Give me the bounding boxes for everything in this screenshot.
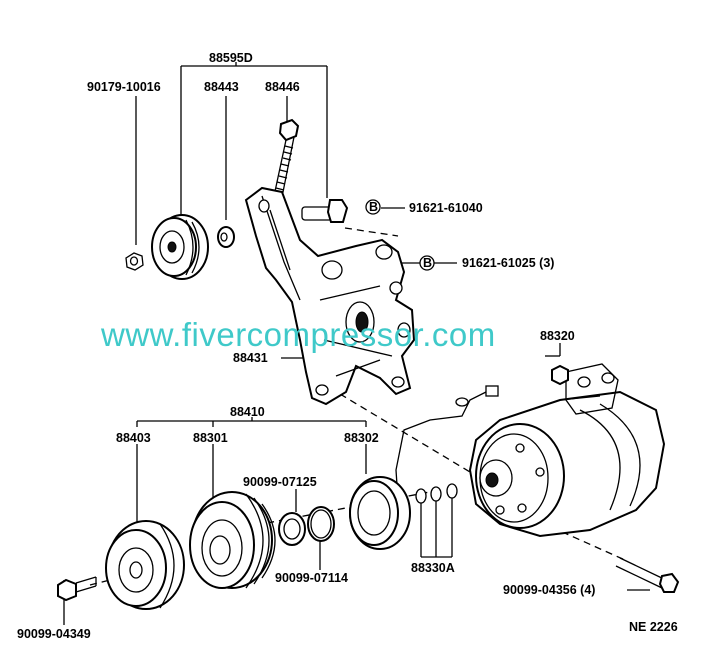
clutch-pulley-part: [189, 491, 276, 589]
pivot-bolt-part: [301, 199, 349, 223]
label-88330a: 88330A: [411, 561, 455, 575]
pressure-plate-part: [105, 520, 185, 610]
idler-pulley-part: [151, 214, 209, 280]
watermark-text: www.fivercompressor.com: [100, 316, 496, 353]
label-88410: 88410: [230, 405, 265, 419]
callout-marker-b1: B: [365, 199, 381, 215]
shim-set-part: [415, 483, 458, 504]
diagram-code: NE 2226: [629, 620, 678, 634]
compressor-bolt-part: [615, 557, 680, 593]
snap-ring-part: [278, 512, 306, 546]
label-90099-07125: 90099-07125: [243, 475, 317, 489]
retaining-ring-part: [307, 506, 335, 542]
leader-lines: [63, 62, 650, 625]
label-91621-61025: 91621-61025 (3): [462, 256, 554, 270]
spacer-part: [217, 226, 235, 248]
label-88431: 88431: [233, 351, 268, 365]
label-90099-04356: 90099-04356 (4): [503, 583, 595, 597]
stator-coil-part: [349, 476, 411, 550]
label-88595d: 88595D: [209, 51, 253, 65]
label-90179-10016: 90179-10016: [87, 80, 161, 94]
svg-text:B: B: [369, 200, 378, 214]
label-88320: 88320: [540, 329, 575, 343]
label-91621-61040: 91621-61040: [409, 201, 483, 215]
svg-text:B: B: [423, 256, 432, 270]
label-88403: 88403: [116, 431, 151, 445]
callout-marker-b2: B: [419, 255, 435, 271]
label-90099-04349: 90099-04349: [17, 627, 91, 641]
compressor-bracket-part: [244, 186, 416, 406]
part-labels: 88595D 90179-10016 88443 88446 91621-610…: [17, 51, 678, 641]
wire-harness-part: [395, 385, 499, 501]
clutch-bolt-part: [57, 576, 97, 602]
nut-part: [125, 252, 144, 271]
label-88301: 88301: [193, 431, 228, 445]
label-88446: 88446: [265, 80, 300, 94]
label-90099-07114: 90099-07114: [275, 571, 348, 585]
label-88443: 88443: [204, 80, 239, 94]
label-88302: 88302: [344, 431, 379, 445]
adjusting-bolt-part: [273, 118, 300, 198]
compressor-body-part: [468, 363, 666, 538]
